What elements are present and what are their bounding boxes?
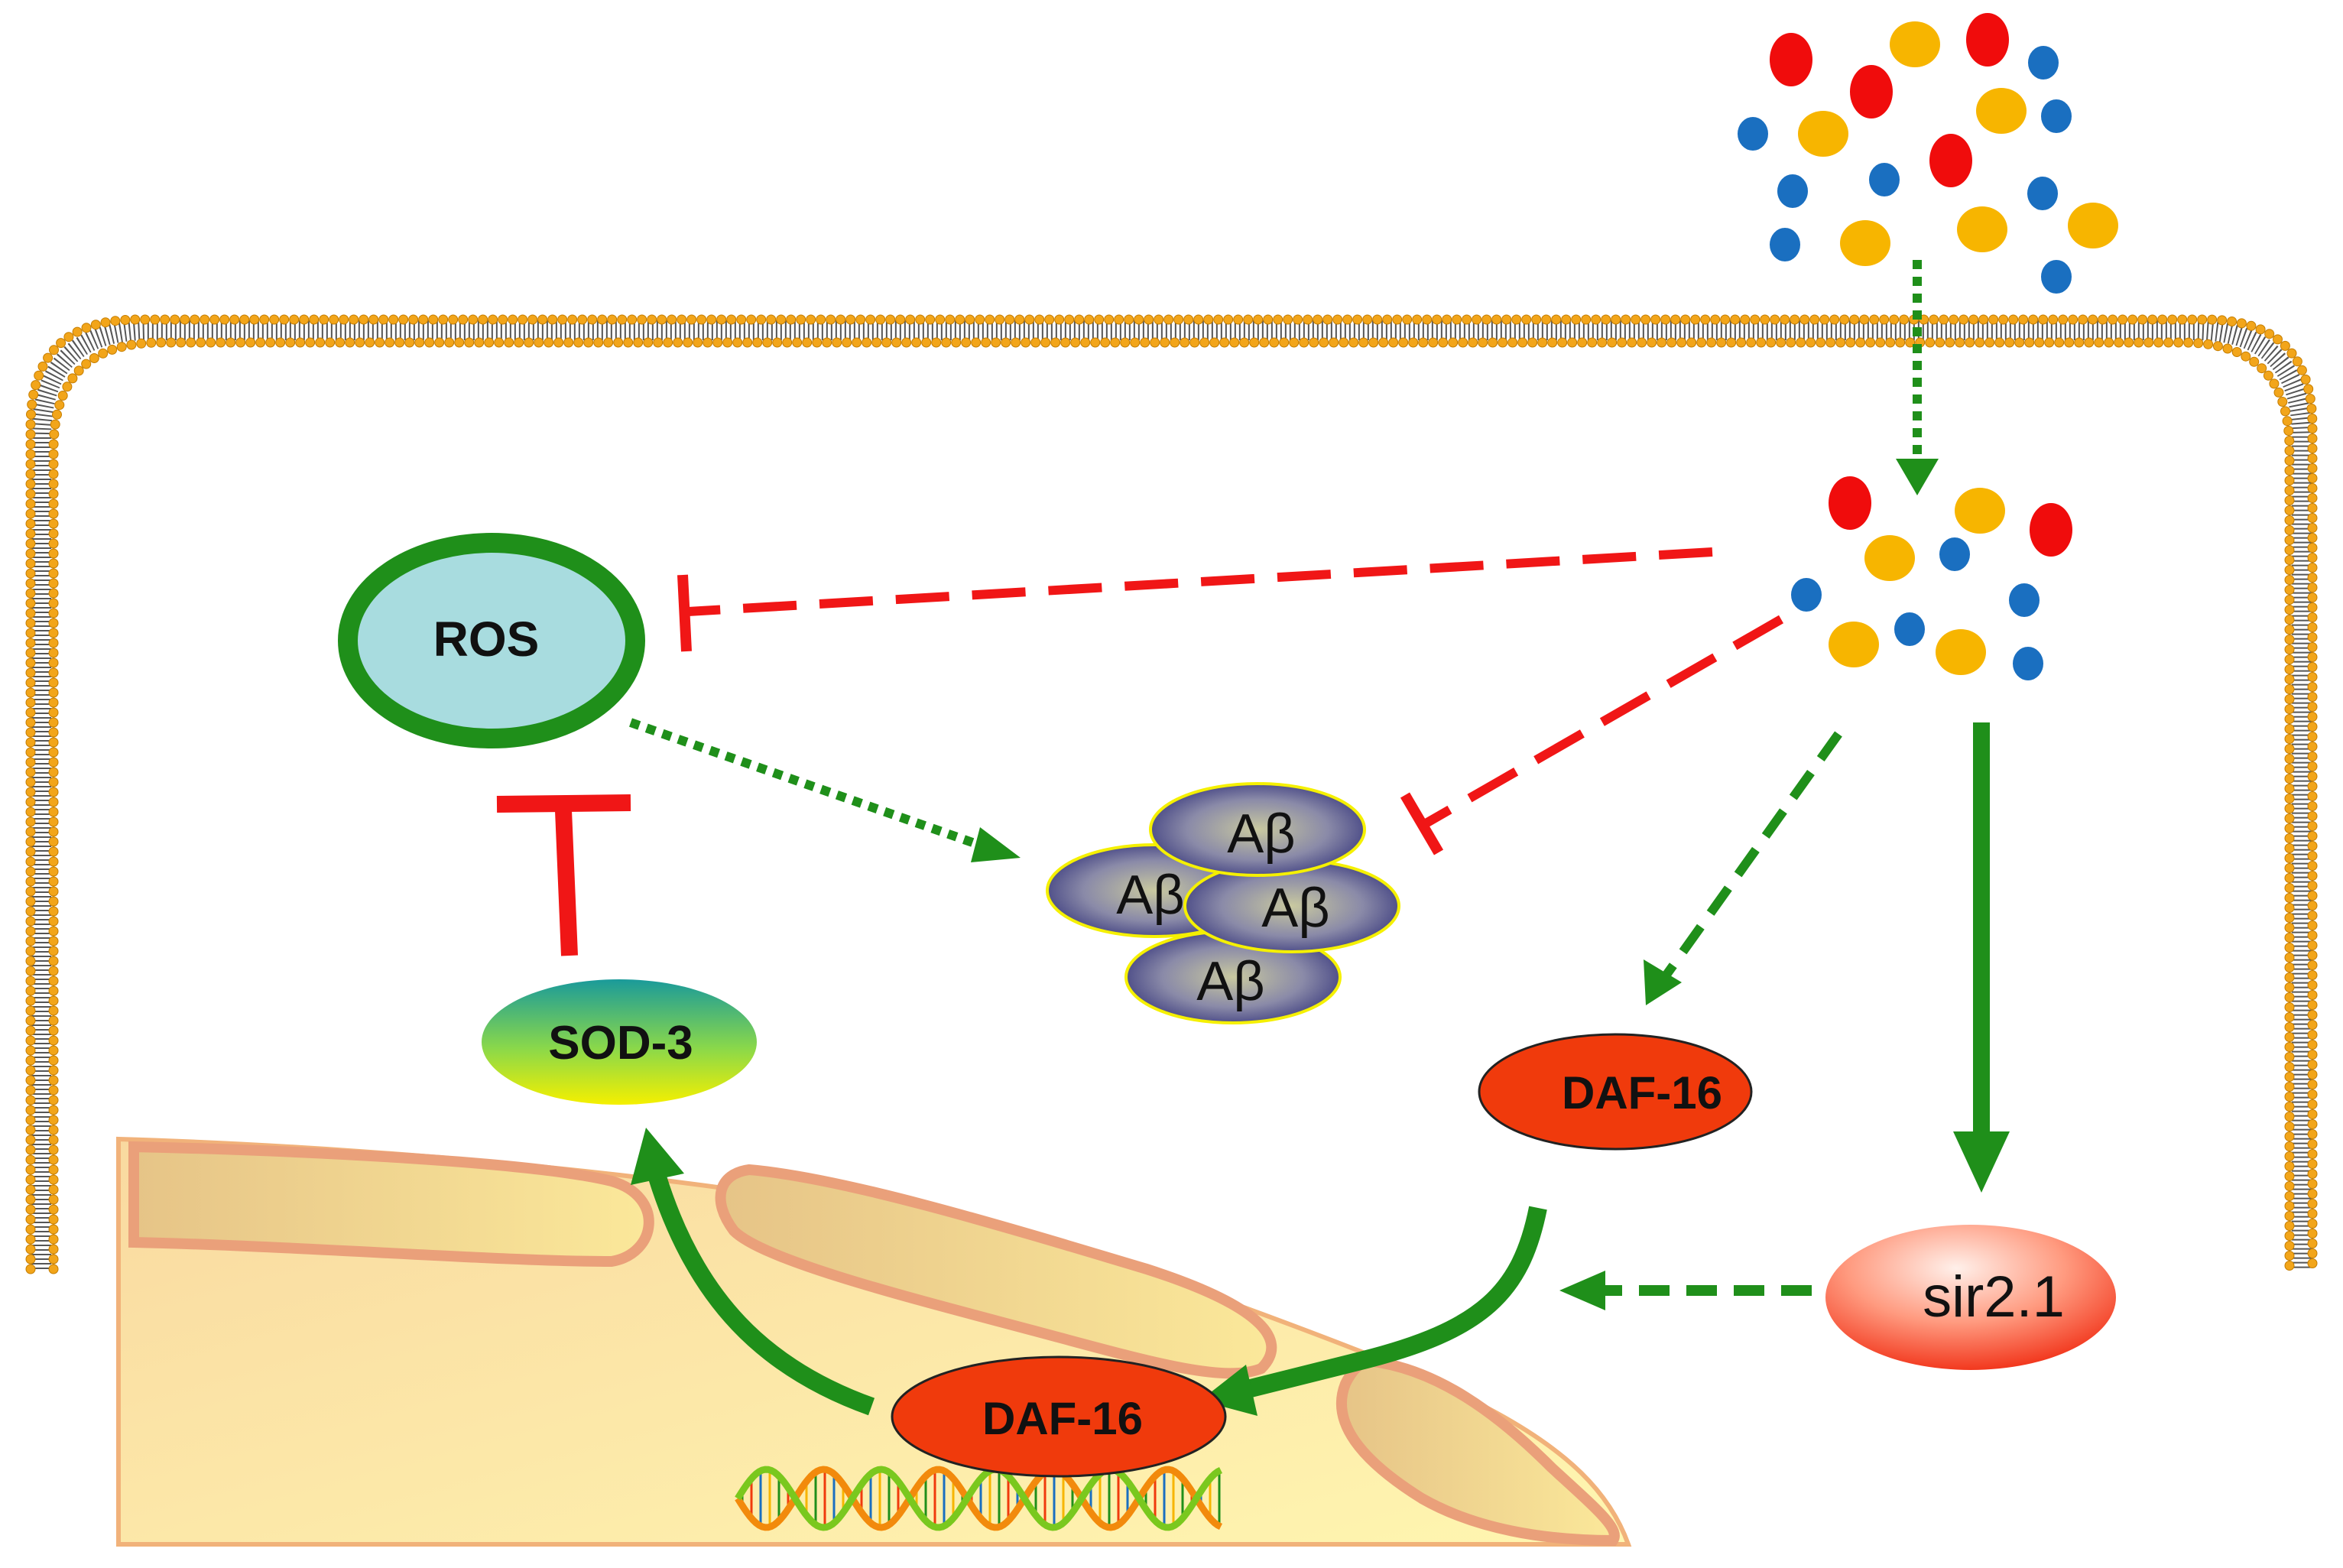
sir21-node: sir2.1: [1825, 1225, 2116, 1370]
intracellular-compounds: [1791, 476, 2072, 680]
cell-membrane: [25, 314, 2318, 1274]
inhibit-abeta-line: [1400, 615, 1783, 855]
ros-node: ROS: [338, 533, 645, 748]
daf16-cytoplasm-label: DAF-16: [1562, 1067, 1722, 1118]
nuclear-lobe-2: [715, 1164, 1277, 1379]
sir21-label: sir2.1: [1923, 1264, 2065, 1329]
daf16-nucleus-node: DAF-16: [891, 1355, 1227, 1478]
nucleus: [116, 1136, 1632, 1547]
daf16-to-sod3-arrow: [648, 1174, 875, 1416]
daf16-nucleus-label: DAF-16: [982, 1393, 1143, 1444]
compounds-to-daf16-arrow: [1663, 731, 1842, 978]
dna-helix-icon: [735, 1466, 1223, 1531]
daf16-translocation-arrow: [1236, 1206, 1547, 1401]
ros-label: ROS: [433, 612, 540, 667]
sod3-label: SOD-3: [548, 1017, 693, 1070]
inhibit-ros-line: [677, 547, 1713, 652]
nuclear-lobe-3: [1336, 1355, 1620, 1547]
abeta-label-2: Aβ: [1116, 865, 1184, 926]
abeta-label-4: Aβ: [1196, 951, 1264, 1012]
extracellular-compounds: [1738, 13, 2118, 294]
ros-to-abeta-arrow: [629, 718, 991, 853]
abeta-label-1: Aβ: [1227, 803, 1295, 865]
sod3-inhibits-ros: [496, 794, 631, 956]
daf16-cytoplasm-node: DAF-16: [1478, 1033, 1753, 1151]
nuclear-lobe-1: [128, 1141, 654, 1268]
abeta-aggregate: Aβ Aβ Aβ Aβ: [1046, 782, 1400, 1024]
abeta-label-3: Aβ: [1261, 878, 1329, 939]
sod3-node: SOD-3: [482, 979, 757, 1105]
